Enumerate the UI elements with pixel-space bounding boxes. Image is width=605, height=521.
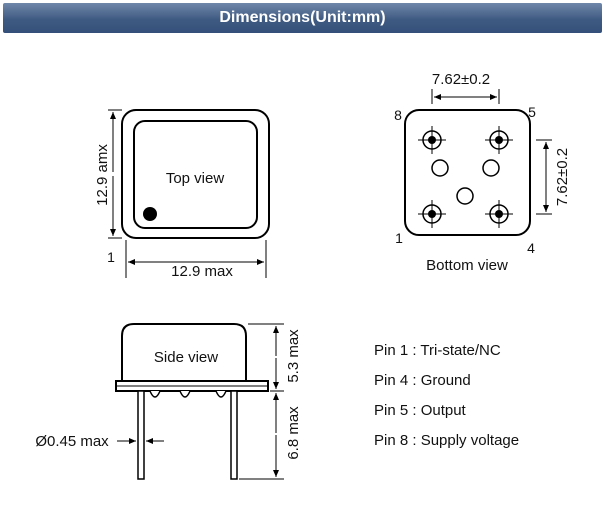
- side-standoff-3: [215, 390, 227, 398]
- pin-4-lead: [485, 200, 513, 228]
- side-view-label: Side view: [154, 349, 218, 366]
- pin-8-lead: [418, 126, 446, 154]
- pitch-h-dim-text: 7.62±0.2: [432, 71, 490, 88]
- top-width-dim-text: 12.9 max: [171, 263, 233, 280]
- pitch-v-dim-text: 7.62±0.2: [554, 148, 571, 206]
- top-view: Top view 12.9 amx 12.9 max 1: [94, 109, 270, 280]
- lead-diameter-text: Ø0.45 max: [35, 433, 109, 450]
- standoff-right: [482, 159, 500, 177]
- pin-4-label: 4: [527, 240, 535, 256]
- pin-function-item: Pin 8 : Supply voltage: [374, 432, 520, 449]
- top-view-label: Top view: [166, 170, 225, 187]
- pin-5-lead: [485, 126, 513, 154]
- pin-function-item: Pin 4 : Ground: [374, 372, 471, 389]
- top-view-inner-body: [133, 120, 258, 229]
- pin-5-label: 5: [528, 104, 536, 120]
- bottom-view-label: Bottom view: [426, 257, 508, 274]
- pin1-marker-dot: [143, 207, 157, 221]
- pin-8-label: 8: [394, 107, 402, 123]
- side-view: Side view Ø0.45 max 5.3 max 6.8 max: [35, 323, 302, 480]
- title-text: Dimensions(Unit:mm): [219, 9, 386, 26]
- side-lead-right: [230, 390, 238, 480]
- side-view-body: [121, 323, 247, 381]
- title-banner: Dimensions(Unit:mm): [3, 3, 602, 33]
- pin-function-item: Pin 1 : Tri-state/NC: [374, 342, 501, 359]
- pin-function-item: Pin 5 : Output: [374, 402, 466, 419]
- top-height-dim-text: 12.9 amx: [94, 144, 111, 206]
- bottom-view: 7.62±0.2 7.62±0.2 8 5 1 4 Bottom view: [394, 71, 571, 274]
- top-pin1-label: 1: [107, 249, 115, 265]
- pin-function-list: Pin 1 : Tri-state/NC Pin 4 : Ground Pin …: [374, 340, 519, 460]
- side-lead-left: [137, 390, 145, 480]
- body-height-dim-text: 5.3 max: [285, 329, 302, 383]
- standoff-center: [456, 187, 474, 205]
- side-standoff-2: [179, 390, 191, 398]
- pin-1-lead: [418, 200, 446, 228]
- standoff-left: [431, 159, 449, 177]
- side-standoff-1: [149, 390, 161, 398]
- pin-1-label: 1: [395, 230, 403, 246]
- lead-length-dim-text: 6.8 max: [285, 406, 302, 460]
